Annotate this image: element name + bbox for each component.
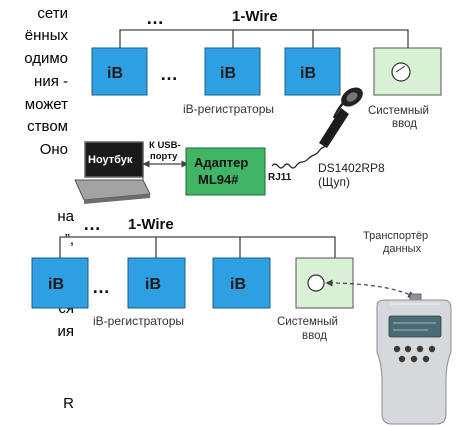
bottom-system-input-socket <box>307 274 325 292</box>
bottom-bus-ellipsis: … <box>83 214 101 234</box>
bottom-registrators-label: iB-регистраторы <box>93 314 184 328</box>
bottom-bus-label: 1-Wire <box>128 216 174 233</box>
bottom-system-input-label: ввод <box>302 330 327 342</box>
probe-icon <box>319 87 363 148</box>
left-text-line: сети <box>37 5 68 22</box>
adapter-label: Адаптер <box>194 155 248 170</box>
left-text-line: ”, <box>64 231 74 248</box>
top-bus-ellipsis: … <box>146 8 164 28</box>
left-text-line: R <box>63 395 74 412</box>
rj11-label: RJ11 <box>268 172 292 183</box>
bottom-ib-box <box>31 257 89 309</box>
usb-label: порту <box>150 151 178 162</box>
adapter-box <box>185 147 266 196</box>
transporter-label: Транспортёр <box>363 230 428 242</box>
laptop-icon <box>74 141 151 204</box>
left-text-line: ия <box>57 323 74 340</box>
left-text-line: на <box>57 208 74 225</box>
transporter-label: данных <box>383 243 422 255</box>
probe-label: (Щуп) <box>318 175 350 189</box>
left-text-line: одимо <box>24 50 68 67</box>
left-text-line: ния - <box>34 73 68 90</box>
bottom-ib-label: iB <box>48 276 64 293</box>
bottom-bus-line <box>59 236 336 258</box>
top-ib-box <box>204 47 261 96</box>
bottom-diagram: … 1-Wire iB … iB iB iB-регистраторы Сист… <box>31 214 452 425</box>
top-system-input-label: Системный <box>368 105 429 117</box>
probe-coil-cable <box>271 137 333 169</box>
top-ib-label: iB <box>107 65 123 82</box>
data-transporter-icon <box>376 293 452 425</box>
top-ib-label: iB <box>220 65 236 82</box>
adapter-label: ML94# <box>198 172 239 187</box>
bottom-system-input-label: Системный <box>277 316 338 328</box>
top-socket-mark <box>395 65 406 73</box>
top-ib-box <box>284 47 341 96</box>
usb-label: К USB- <box>149 140 181 151</box>
left-text-line: может <box>24 96 68 113</box>
laptop-label: Ноутбук <box>88 154 133 166</box>
top-diagram: … 1-Wire iB … iB iB iB-регистраторы Сист… <box>74 8 442 204</box>
left-text-line: Оно <box>39 141 68 158</box>
transporter-link <box>325 279 416 298</box>
top-ib-label: iB <box>300 65 316 82</box>
top-bus-label: 1-Wire <box>232 8 278 25</box>
top-ib-box <box>91 47 148 96</box>
left-text-line: ством <box>27 118 68 135</box>
top-registrators-label: iB-регистраторы <box>183 102 274 116</box>
bottom-ib-box <box>212 257 271 309</box>
top-system-input-socket <box>391 62 411 82</box>
left-text-line: ённых <box>24 27 68 44</box>
bottom-ib-label: iB <box>230 276 246 293</box>
top-system-input-label: ввод <box>392 118 417 130</box>
probe-label: DS1402RP8 <box>318 161 385 175</box>
bottom-ib-box <box>127 257 186 309</box>
top-box-ellipsis: … <box>160 64 178 84</box>
bottom-ib-label: iB <box>145 276 161 293</box>
top-bus-line <box>119 29 409 48</box>
bottom-box-ellipsis: … <box>92 277 110 297</box>
